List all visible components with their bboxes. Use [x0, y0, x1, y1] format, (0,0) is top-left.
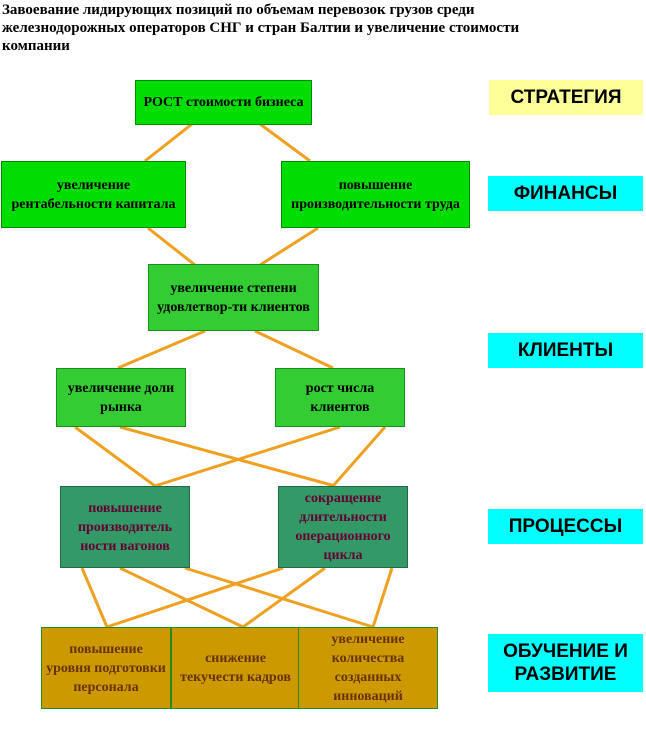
- connector-line: [154, 425, 341, 488]
- connector-line: [80, 567, 109, 628]
- node-staff-training: повышение уровня подготовки персонала: [41, 627, 171, 709]
- node-client-satisfaction: увеличение степени удовлетвор-ти клиенто…: [148, 264, 319, 331]
- connector-line: [259, 122, 311, 163]
- level-label-processes: ПРОЦЕССЫ: [488, 509, 643, 544]
- connector-line: [242, 566, 326, 629]
- connector-line: [254, 329, 334, 370]
- node-innovations: увеличение количества созданных инноваци…: [298, 627, 438, 709]
- connector-line: [119, 425, 336, 488]
- diagram-title: Завоевание лидирующих позиций по объемам…: [2, 2, 520, 54]
- connector-line: [147, 226, 196, 267]
- connector-line: [106, 566, 284, 629]
- connector-line: [117, 329, 206, 370]
- connector-line: [331, 426, 387, 487]
- connector-line: [119, 566, 244, 629]
- connector-line: [184, 566, 374, 629]
- connector-line: [371, 567, 394, 628]
- level-label-strategy: СТРАТЕГИЯ: [489, 80, 643, 115]
- node-cycle-reduction: сокращение длительности операционного ци…: [278, 486, 408, 568]
- connector-line: [144, 122, 193, 163]
- level-label-learning: ОБУЧЕНИЕ И РАЗВИТИЕ: [488, 634, 643, 692]
- connector-line: [259, 226, 319, 267]
- node-business-value: РОСТ стоимости бизнеса: [135, 80, 312, 125]
- node-labor-productivity: повышение производительности труда: [281, 161, 470, 228]
- node-turnover-reduction: снижение текучести кадров: [171, 627, 300, 709]
- node-market-share: увеличение доли рынка: [56, 368, 186, 427]
- node-wagon-productivity: повышение производитель ности вагонов: [60, 486, 190, 568]
- level-label-finance: ФИНАНСЫ: [488, 176, 643, 211]
- connector-line: [74, 425, 156, 488]
- node-client-growth: рост числа клиентов: [275, 368, 405, 427]
- node-capital-return: увеличение рентабельности капитала: [1, 161, 186, 228]
- level-label-clients: КЛИЕНТЫ: [488, 333, 643, 368]
